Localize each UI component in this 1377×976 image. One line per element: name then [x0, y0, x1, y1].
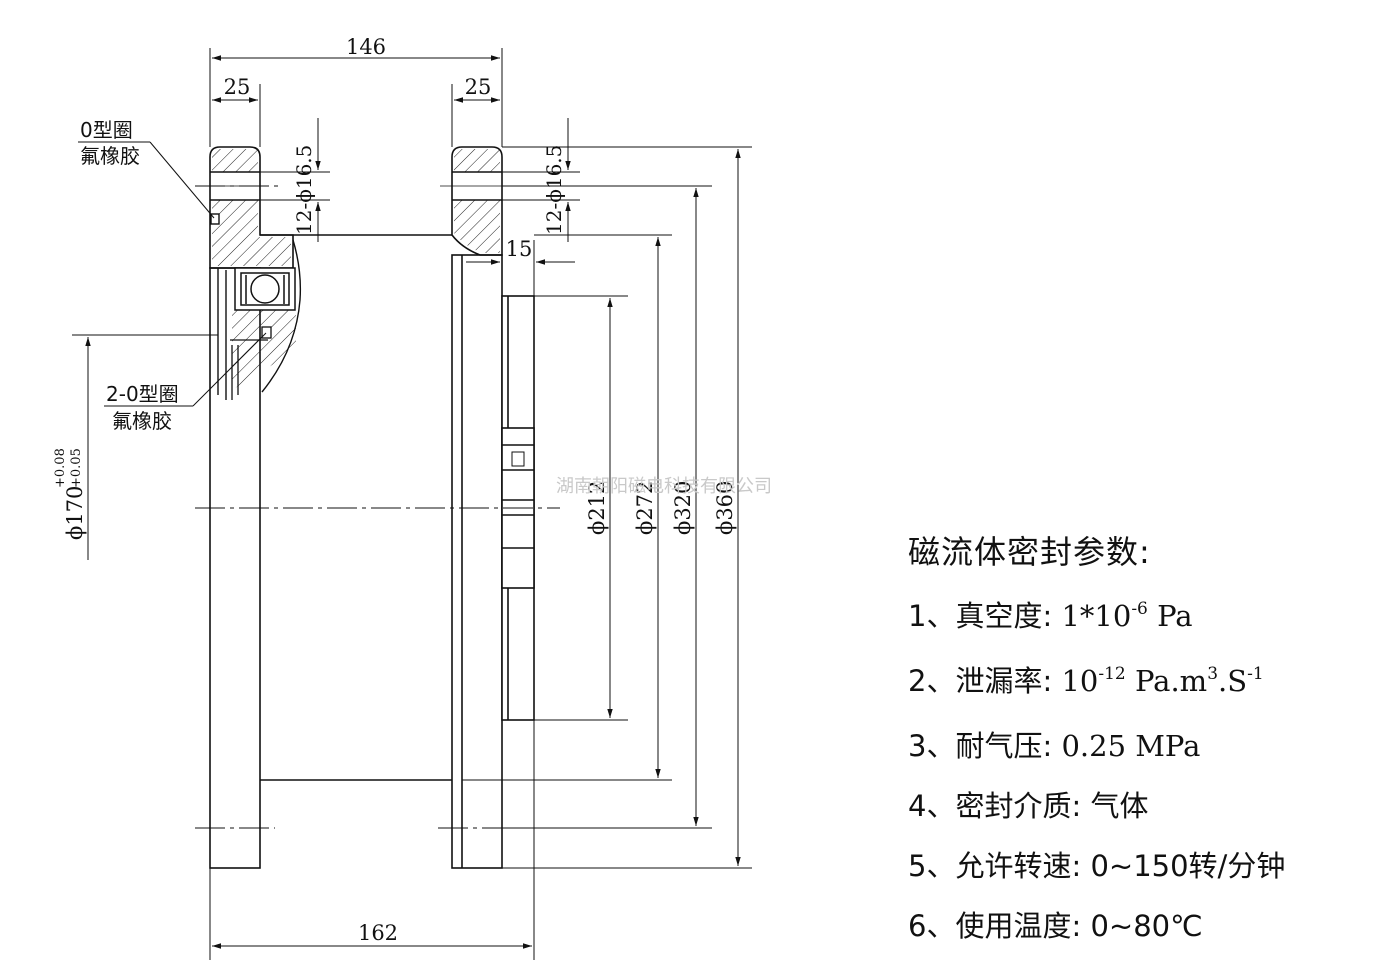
oring-label-1-line2: 氟橡胶 — [80, 144, 140, 168]
right-flange-holes — [440, 171, 512, 201]
dim-d170-upper-tol: +0.08 — [53, 448, 68, 488]
bearing — [234, 267, 296, 311]
dim-15: 15 — [506, 237, 533, 261]
dim-d360: ϕ360 — [713, 481, 737, 535]
dim-25-left: 25 — [224, 75, 251, 99]
left-flange-hatch — [212, 149, 296, 390]
oring-label-1-line1: 0型圈 — [80, 118, 133, 142]
params-title: 磁流体密封参数: — [908, 533, 1151, 571]
param-row-pressure: 3、耐气压: 0.25 MPa — [908, 729, 1201, 763]
left-flange-details — [210, 171, 302, 400]
dim-d272: ϕ272 — [633, 481, 657, 535]
shaft — [260, 234, 452, 781]
param-row-vacuum: 1、真空度: 1*10-6 Pa — [908, 599, 1193, 633]
dimension-lines — [72, 48, 752, 960]
right-flange — [451, 146, 503, 869]
dim-25-right: 25 — [465, 75, 492, 99]
seal-parameters: 磁流体密封参数: 1、真空度: 1*10-6 Pa 2、泄漏率: 10-12 P… — [908, 530, 1377, 956]
oring-seal — [230, 326, 272, 400]
param-row-medium: 4、密封介质: 气体 — [908, 789, 1149, 823]
dimension-texts: 146 25 25 15 162 12-ϕ16.5 12-ϕ16.5 ϕ212 … — [53, 35, 737, 945]
right-flange-hatch — [454, 149, 500, 253]
param-row-speed: 5、允许转速: 0~150转/分钟 — [908, 849, 1286, 883]
part-labels: 0型圈 氟橡胶 2-0型圈 氟橡胶 — [80, 118, 179, 433]
dim-146: 146 — [346, 35, 386, 59]
dim-d320: ϕ320 — [671, 481, 695, 535]
oring-label-2-line2: 氟橡胶 — [112, 409, 172, 433]
dim-d212: ϕ212 — [585, 481, 609, 535]
dim-d170-lower-tol: +0.05 — [69, 448, 84, 488]
dim-162: 162 — [358, 921, 398, 945]
dim-hole-left: 12-ϕ16.5 — [292, 145, 316, 235]
param-row-temperature: 6、使用温度: 0~80℃ — [908, 909, 1203, 943]
dim-hole-right: 12-ϕ16.5 — [542, 145, 566, 235]
param-row-leak-rate: 2、泄漏率: 10-12 Pa.m3.S-1 — [908, 664, 1264, 698]
watermark: 湖南朝阳磁电科技有限公司 — [556, 476, 772, 497]
oring-label-2-line1: 2-0型圈 — [106, 382, 179, 406]
dim-d170: ϕ170 — [63, 486, 87, 540]
leaders — [78, 141, 267, 407]
